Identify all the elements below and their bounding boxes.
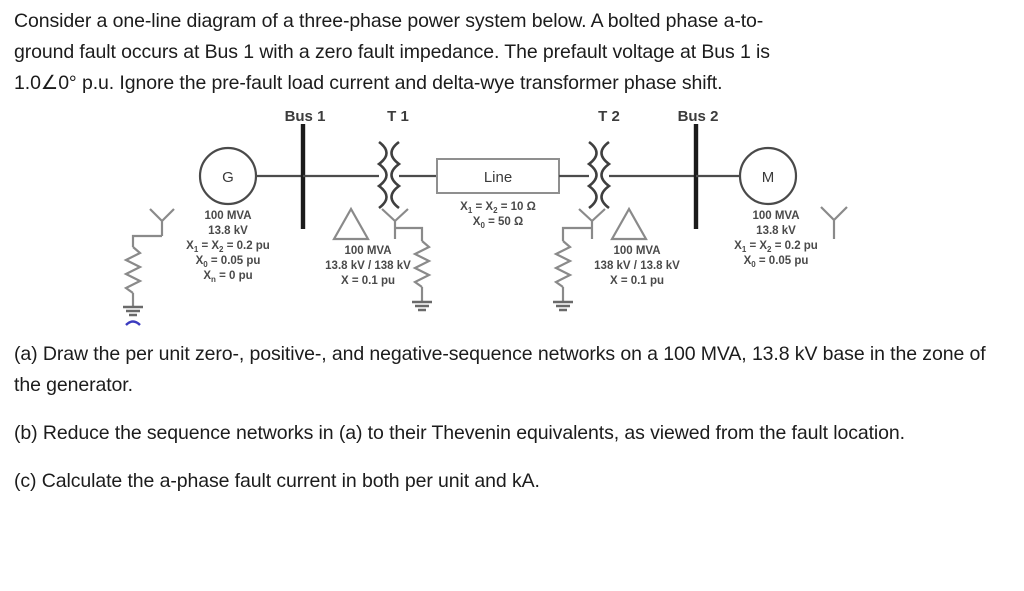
- line-spec-line-1: X1 = X2 = 10 Ω: [460, 201, 536, 215]
- t1-coil-left: [376, 140, 388, 210]
- generator-spec-line-3: X1 = X2 = 0.2 pu: [186, 240, 270, 254]
- question-a: (a) Draw the per unit zero-, positive-, …: [14, 343, 986, 396]
- t1-coil-right: [390, 140, 402, 210]
- t2-spec-line-3: X = 0.1 pu: [610, 275, 664, 287]
- motor-spec-line-3: X1 = X2 = 0.2 pu: [734, 240, 818, 254]
- generator-symbol: G: [198, 146, 258, 206]
- line-spec-line-2: X0 = 50 Ω: [473, 216, 523, 230]
- motor-spec-line-1: 100 MVA: [752, 210, 799, 222]
- scan-artifact: [125, 320, 141, 326]
- line-block: Line: [436, 158, 560, 194]
- t2-spec-line-1: 100 MVA: [613, 245, 660, 257]
- generator-spec-line-2: 13.8 kV: [208, 225, 248, 237]
- t1-wye-ground-symbol: [381, 208, 432, 312]
- t2-specs: 100 MVA 138 kV / 13.8 kV X = 0.1 pu: [594, 245, 680, 287]
- generator-spec-line-4: X0 = 0.05 pu: [196, 255, 261, 269]
- problem-statement-line-1: Consider a one-line diagram of a three-p…: [14, 10, 764, 32]
- t2-delta-symbol: [610, 206, 648, 241]
- motor-spec-line-2: 13.8 kV: [756, 225, 796, 237]
- t2-coil-left: [586, 140, 598, 210]
- t1-label: T 1: [387, 108, 409, 125]
- generator-specs: 100 MVA 13.8 kV X1 = X2 = 0.2 pu X0 = 0.…: [186, 210, 270, 284]
- t1-delta-symbol: [332, 206, 370, 241]
- generator-spec-line-1: 100 MVA: [204, 210, 251, 222]
- problem-statement-line-2: ground fault occurs at Bus 1 with a zero…: [14, 41, 770, 63]
- bus2-label: Bus 2: [678, 108, 719, 125]
- motor-wye-symbol: [820, 206, 848, 239]
- problem-statement: Consider a one-line diagram of a three-p…: [0, 0, 1024, 99]
- generator-wye-ground-symbol: [123, 208, 175, 326]
- line-specs: X1 = X2 = 10 Ω X0 = 50 Ω: [460, 201, 536, 230]
- t2-coil-right: [600, 140, 612, 210]
- bus1-label: Bus 1: [285, 108, 326, 125]
- t1-spec-line-3: X = 0.1 pu: [341, 275, 395, 287]
- question-c: (c) Calculate the a-phase fault current …: [14, 470, 540, 492]
- problem-statement-line-3: 1.0∠0° p.u. Ignore the pre-fault load cu…: [14, 72, 723, 94]
- motor-letter: M: [762, 169, 775, 186]
- one-line-diagram: Bus 1 T 1 T 2 Bus 2 G Line M: [0, 99, 1024, 331]
- t1-specs: 100 MVA 13.8 kV / 138 kV X = 0.1 pu: [325, 245, 411, 287]
- t2-label: T 2: [598, 108, 620, 125]
- t2-spec-line-2: 138 kV / 13.8 kV: [594, 260, 680, 272]
- t1-spec-line-1: 100 MVA: [344, 245, 391, 257]
- motor-spec-line-4: X0 = 0.05 pu: [744, 255, 809, 269]
- motor-specs: 100 MVA 13.8 kV X1 = X2 = 0.2 pu X0 = 0.…: [734, 210, 818, 269]
- generator-spec-line-5: Xn = 0 pu: [203, 270, 252, 284]
- line-block-label: Line: [484, 169, 512, 186]
- motor-symbol: M: [738, 146, 798, 206]
- generator-letter: G: [222, 169, 234, 186]
- question-b: (b) Reduce the sequence networks in (a) …: [14, 422, 905, 444]
- question-list: (a) Draw the per unit zero-, positive-, …: [0, 331, 1024, 497]
- t2-wye-ground-symbol: [553, 208, 606, 312]
- t1-spec-line-2: 13.8 kV / 138 kV: [325, 260, 411, 272]
